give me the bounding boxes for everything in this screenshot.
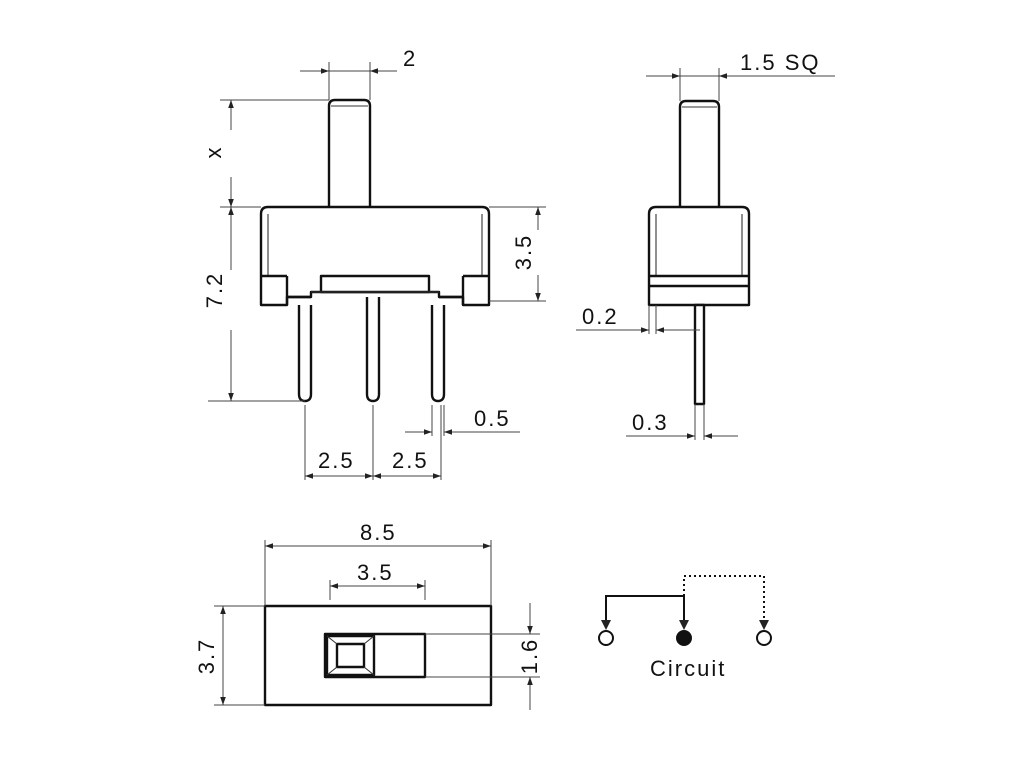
dim-total-height: 7.2 (202, 272, 227, 309)
dim-slot-length: 3.5 (357, 560, 394, 585)
front-pin-center (365, 297, 381, 403)
side-housing (647, 205, 751, 307)
dim-body-height: 3.5 (511, 234, 536, 271)
dim-pin-thickness: 0.3 (632, 410, 669, 435)
circuit-terminal-common (676, 630, 692, 646)
top-knob-inner (335, 642, 366, 669)
circuit-terminal-left (598, 630, 614, 646)
side-dimensions: 1.5 SQ 0.2 0.3 (576, 50, 835, 440)
dim-pin-pitch-right: 2.5 (392, 448, 429, 473)
dim-top-width: 3.7 (194, 638, 219, 675)
circuit-label: Circuit (650, 656, 726, 681)
dim-side-stem-width: 1.5 SQ (740, 50, 820, 75)
side-view (647, 99, 751, 406)
front-slider-base (319, 274, 431, 294)
dim-pin-pitch-left: 2.5 (318, 448, 355, 473)
front-dimensions: 2 x 7.2 3.5 2.5 2.5 0.5 (201, 46, 546, 480)
top-view (263, 604, 493, 707)
front-pin-left (297, 305, 313, 403)
dim-top-length: 8.5 (360, 520, 397, 545)
dim-frame-thickness: 0.2 (582, 304, 619, 329)
dim-pin-width: 0.5 (474, 406, 511, 431)
front-pin-right (430, 305, 446, 403)
dim-slot-width: 1.6 (517, 638, 542, 675)
front-stem (327, 98, 372, 207)
side-stem (678, 99, 721, 207)
dim-front-stem-width: 2 (403, 46, 417, 71)
circuit-terminal-right (756, 630, 772, 646)
front-view (259, 98, 491, 403)
circuit-diagram: Circuit (598, 575, 772, 681)
side-pin (693, 303, 706, 406)
dim-stem-height: x (201, 146, 226, 159)
top-dimensions: 8.5 3.5 3.7 1.6 (194, 520, 542, 710)
